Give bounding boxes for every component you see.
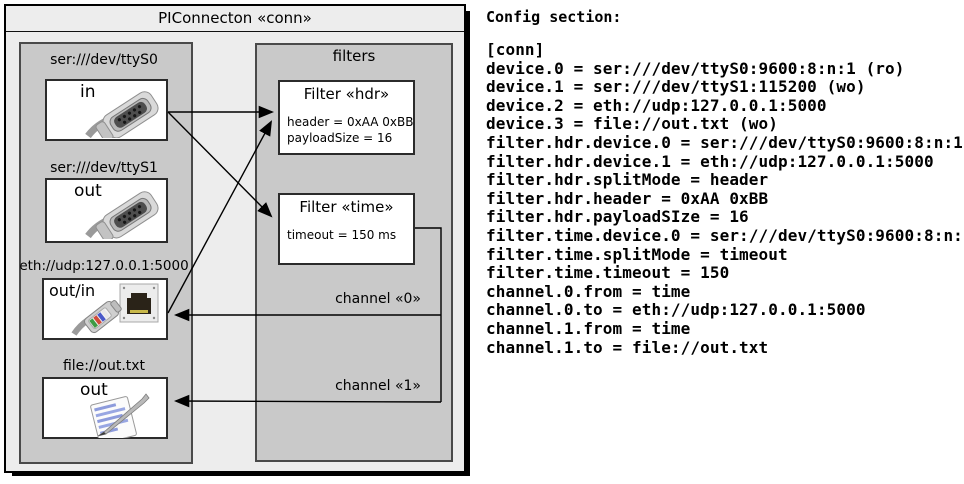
port-label: in [80, 82, 96, 102]
config-lines: [conn] device.0 = ser:///dev/ttyS0:9600:… [486, 40, 964, 357]
serial-connector-icon [85, 91, 159, 138]
filter-properties: timeout = 150 ms [287, 227, 396, 243]
device-label-ttyS1: ser:///dev/ttyS1 [50, 160, 158, 176]
serial-connector-icon [85, 191, 159, 239]
filter-title: Filter «time» [299, 198, 394, 216]
device-box-ttyS0: in [45, 79, 168, 141]
port-label: out/in [49, 281, 96, 300]
filter-property: timeout = 150 ms [287, 228, 397, 242]
filter-box-hdr: Filter «hdr» header = 0xAA 0xBB payloadS… [278, 80, 415, 155]
config-section-heading: Config section: [486, 8, 622, 26]
device-label-eth: eth://udp:127.0.0.1:5000 [19, 258, 189, 274]
port-label: out [74, 181, 102, 201]
filter-property: header = 0xAA 0xBB [287, 115, 414, 129]
device-box-eth: out/in [42, 278, 168, 340]
pi-connector-frame: PIConnecton «conn» filters ser:///dev/tt… [4, 4, 466, 473]
port-label: out [80, 380, 108, 400]
filter-property: payloadSize = 16 [287, 131, 393, 145]
device-box-file: out [42, 377, 168, 439]
notepad-icon [90, 393, 150, 438]
filter-box-time: Filter «time» timeout = 150 ms [278, 193, 415, 265]
ethernet-connector-icon [71, 283, 159, 336]
channel-label-0: channel «0» [335, 291, 421, 307]
filter-title: Filter «hdr» [303, 85, 390, 103]
filter-properties: header = 0xAA 0xBB payloadSize = 16 [287, 114, 413, 146]
channel-label-1: channel «1» [335, 378, 421, 394]
filters-panel-label: filters [332, 47, 376, 65]
frame-title: PIConnecton «conn» [6, 6, 464, 32]
device-label-file: file://out.txt [62, 358, 146, 374]
device-label-ttyS0: ser:///dev/ttyS0 [50, 52, 158, 68]
device-box-ttyS1: out [45, 178, 168, 243]
